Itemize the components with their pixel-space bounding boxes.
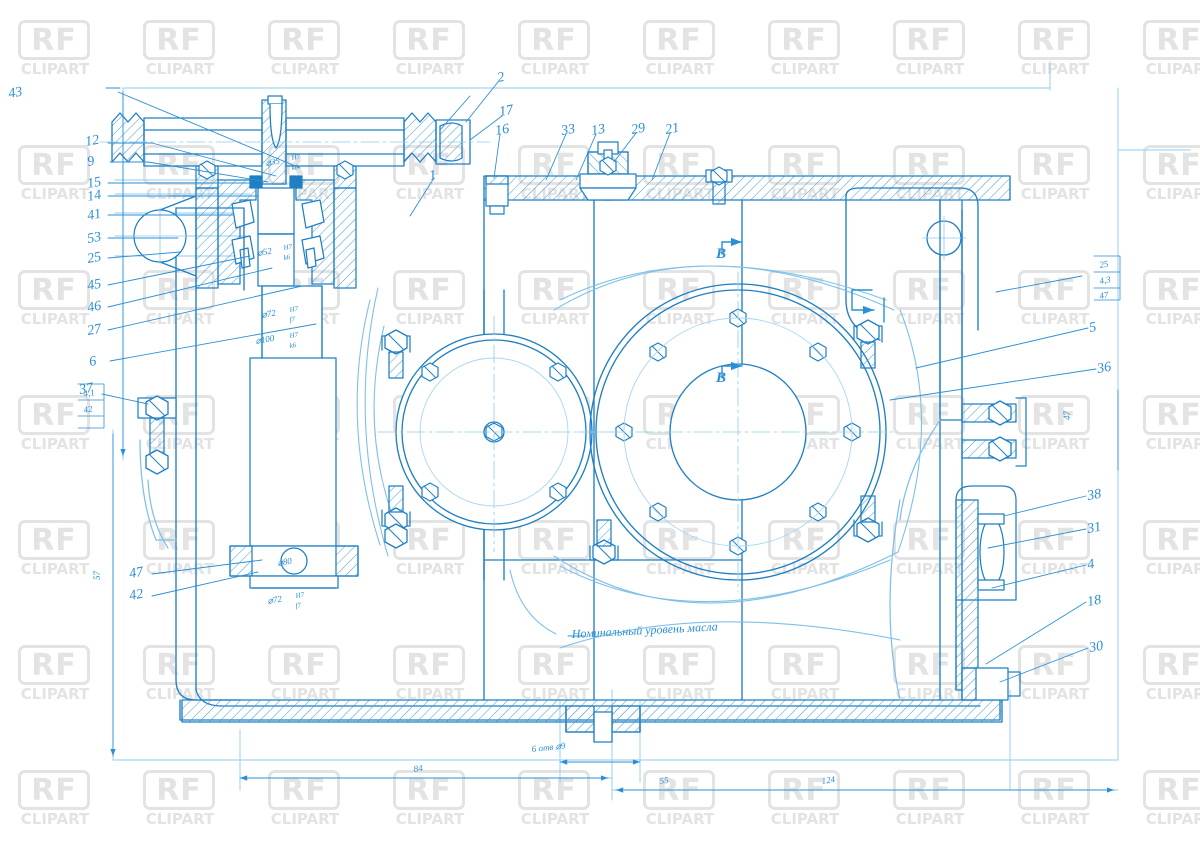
- callout-12: 12: [84, 133, 100, 150]
- callout-47: 47: [128, 565, 145, 582]
- callout-46: 46: [86, 299, 102, 316]
- callout-45: 45: [86, 277, 102, 294]
- dim-d35-tol2: k6: [291, 163, 299, 172]
- bottom-dim-84: 84: [413, 763, 424, 774]
- bottom-dim-55: 55: [659, 775, 670, 786]
- right-vert-dim: 47: [1062, 411, 1072, 421]
- callout-9: 9: [86, 154, 95, 170]
- callout-6: 6: [88, 354, 97, 370]
- stack-right-1: 25: [1099, 258, 1110, 269]
- callout-2: 2: [496, 70, 505, 86]
- callout-14: 14: [86, 188, 102, 205]
- callout-31: 31: [1085, 520, 1102, 537]
- callout-27: 27: [86, 322, 103, 339]
- callout-13: 13: [590, 122, 606, 139]
- callout-15: 15: [86, 175, 102, 192]
- stack-right-3: 47: [1099, 289, 1110, 300]
- callout-1: 1: [428, 168, 437, 184]
- dim-d52-tol2: k6: [283, 253, 291, 262]
- callout-25: 25: [86, 250, 102, 267]
- callout-18: 18: [1086, 593, 1102, 610]
- callout-42: 42: [128, 587, 144, 604]
- bottom-dim-124: 124: [821, 774, 836, 786]
- dim-d100: ⌀100: [255, 333, 276, 346]
- dim-d72: ⌀72: [261, 308, 277, 320]
- oil-level-note: Номинальный уровень масла: [570, 619, 718, 641]
- dim-d72-tol2: f7: [289, 315, 296, 324]
- dim-d72b-tol2: f7: [295, 601, 302, 610]
- dim-d72b-tol: H7: [294, 591, 305, 601]
- callout-16: 16: [494, 122, 510, 139]
- callout-41: 41: [86, 207, 102, 224]
- section-mark-b-top: B: [715, 246, 726, 262]
- dim-d52-tol: H7: [282, 243, 293, 253]
- callout-4: 4: [1086, 557, 1095, 573]
- callout-53: 53: [86, 230, 102, 247]
- callout-38: 38: [1085, 487, 1102, 504]
- callout-30: 30: [1087, 639, 1104, 656]
- stack-right-2: 4,3: [1099, 274, 1112, 286]
- stack-left-2: 42: [83, 403, 94, 414]
- callout-43: 43: [7, 85, 23, 102]
- callout-37: 37: [77, 381, 95, 399]
- dim-d52: ⌀52: [257, 246, 273, 258]
- section-mark-b-bottom: B: [715, 370, 726, 386]
- stack-left-1: 4,1: [83, 387, 96, 399]
- callout-29: 29: [630, 121, 646, 138]
- callout-36: 36: [1095, 360, 1112, 377]
- dim-d35-tol: H7: [290, 153, 301, 163]
- dim-d72b: ⌀72: [267, 594, 283, 606]
- callout-21: 21: [664, 121, 680, 138]
- bottom-hole-note: 6 отв ⌀9: [531, 740, 566, 754]
- left-vert-dim: 57: [92, 571, 102, 581]
- callout-5: 5: [1088, 320, 1097, 336]
- callout-17: 17: [498, 103, 515, 120]
- dim-d100-tol: H7: [288, 331, 299, 341]
- dim-d100-tol2: k6: [289, 341, 297, 350]
- callout-33: 33: [559, 122, 576, 139]
